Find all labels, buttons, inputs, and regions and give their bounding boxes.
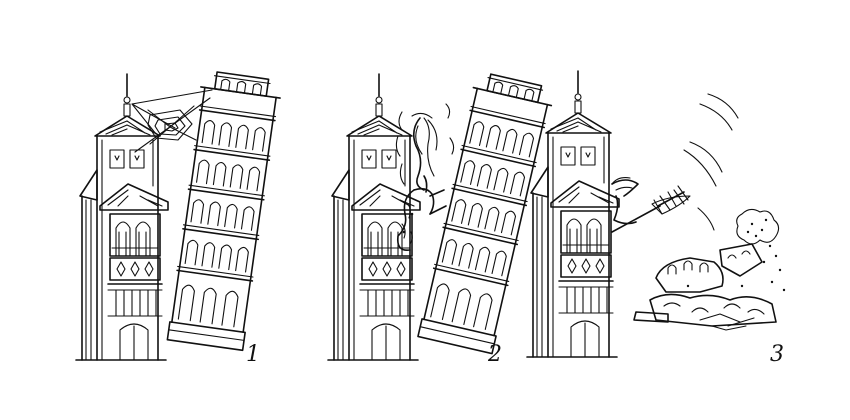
spider-web-icon [131,89,213,153]
broom-icon [651,185,691,215]
leaning-tower [164,69,284,352]
motion-lines [683,93,739,231]
panel-1: 1 [75,69,284,367]
leaning-tower [415,70,556,355]
tower-rubble [633,208,786,331]
flowing-hair [411,112,438,193]
panel-2: 2 [327,70,556,367]
panel-3: 3 [526,70,786,367]
woman-figure [611,177,661,233]
motion-lines [395,103,455,185]
woman-figure [396,187,447,252]
church-building [526,70,620,358]
panel-number: 2 [487,342,502,367]
panel-number: 1 [246,342,260,367]
panel-number: 3 [770,342,784,367]
